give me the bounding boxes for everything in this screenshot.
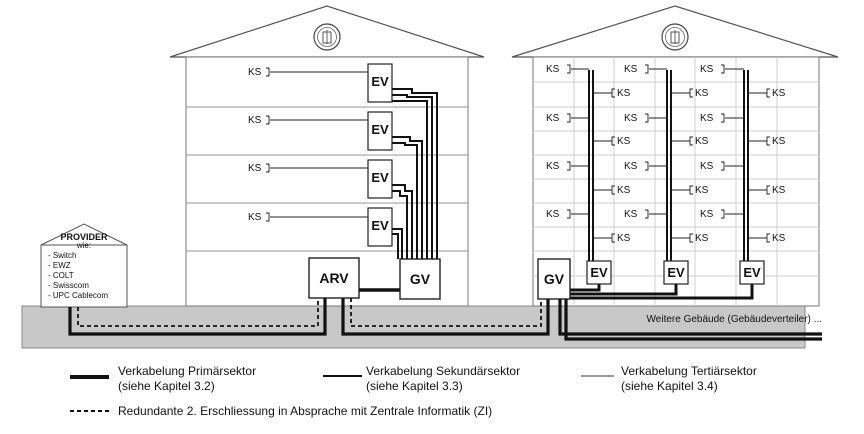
b2-primary-cables xyxy=(570,284,754,300)
ks-label: KS xyxy=(772,233,786,244)
gv-box-building-2 xyxy=(537,258,571,300)
ev-label: EV xyxy=(667,265,685,280)
ks-label: KS xyxy=(695,136,709,147)
legend-tertiary-ref: (siehe Kapitel 3.4) xyxy=(621,379,718,393)
ks-label: KS xyxy=(617,88,631,99)
ev-label: EV xyxy=(590,265,608,280)
legend-primary-ref: (siehe Kapitel 3.2) xyxy=(118,379,215,393)
ks-label: KS xyxy=(624,161,638,172)
legend-tertiary-label: Verkabelung Tertiärsektor xyxy=(621,364,757,378)
underground-redundant-cables xyxy=(77,298,542,327)
gv-label: GV xyxy=(544,271,565,287)
ks-label: KS xyxy=(695,233,709,244)
b1-ev-boxes: EV EV EV EV xyxy=(367,63,393,247)
ev-label: EV xyxy=(743,265,761,280)
arv-label: ARV xyxy=(319,270,349,286)
b2-tertiary-right xyxy=(593,88,770,243)
legend: Verkabelung Primärsektor (siehe Kapitel … xyxy=(70,364,757,418)
legend-secondary-label: Verkabelung Sekundärsektor xyxy=(366,364,520,378)
ks-label: KS xyxy=(624,64,638,75)
ev-box xyxy=(367,63,393,103)
ev-label: EV xyxy=(371,74,389,89)
ev-box xyxy=(367,159,393,199)
b1-secondary-cables xyxy=(392,88,438,259)
ks-label: KS xyxy=(624,209,638,220)
b2-ks-left-labels: KS KS KS KS KS KS KS KS KS KS KS KS xyxy=(546,64,714,220)
legend-secondary-ref: (siehe Kapitel 3.3) xyxy=(366,379,463,393)
ev-label: EV xyxy=(371,122,389,137)
legend-redundant-label: Redundante 2. Erschliessung in Absprache… xyxy=(118,404,492,418)
b2-ks-right-labels: KS KS KS KS KS KS KS KS KS KS KS KS xyxy=(617,88,786,244)
ev-box xyxy=(367,111,393,151)
provider-item: - COLT xyxy=(48,271,74,280)
b1-ks-labels: KS KS KS KS xyxy=(248,67,270,223)
ev-label: EV xyxy=(371,218,389,233)
ev-box xyxy=(663,260,689,285)
provider-item: - Swisscom xyxy=(48,281,89,290)
ks-label: KS xyxy=(546,64,560,75)
ks-label: KS xyxy=(248,67,262,78)
ks-label: KS xyxy=(695,185,709,196)
gv-label: GV xyxy=(410,271,431,287)
b2-tertiary-left xyxy=(567,64,744,219)
ks-label: KS xyxy=(248,115,262,126)
ks-label: KS xyxy=(617,233,631,244)
ks-label: KS xyxy=(700,161,714,172)
university-seal-icon xyxy=(313,23,341,51)
university-seal-icon xyxy=(661,23,689,51)
ks-label: KS xyxy=(546,209,560,220)
ks-label: KS xyxy=(617,136,631,147)
b1-tertiary-cables xyxy=(270,71,368,218)
ks-label: KS xyxy=(700,64,714,75)
ks-label: KS xyxy=(248,163,262,174)
ks-label: KS xyxy=(772,88,786,99)
provider-item: - EWZ xyxy=(48,261,71,270)
provider-title: PROVIDER xyxy=(60,232,108,242)
ks-label: KS xyxy=(700,209,714,220)
ks-label: KS xyxy=(772,185,786,196)
ev-box xyxy=(367,207,393,247)
gv-box xyxy=(399,258,441,300)
arv-box xyxy=(308,257,360,299)
ks-label: KS xyxy=(700,113,714,124)
ks-label: KS xyxy=(546,113,560,124)
ks-label: KS xyxy=(617,185,631,196)
provider-item: - Switch xyxy=(48,251,76,260)
underground-primary-cables xyxy=(68,298,822,341)
ks-label: KS xyxy=(695,88,709,99)
ground-trench xyxy=(21,305,806,349)
ev-box xyxy=(739,260,765,285)
weitere-gebaeude-label: Weitere Gebäude (Gebäudeverteiler) ... xyxy=(647,314,822,325)
b2-ev-boxes: EV EV EV xyxy=(586,260,765,285)
ks-label: KS xyxy=(546,161,560,172)
provider-house: PROVIDER wie: - Switch - EWZ - COLT - Sw… xyxy=(40,223,128,308)
ev-box xyxy=(586,260,612,285)
b2-secondary-risers xyxy=(588,70,749,261)
ev-label: EV xyxy=(371,170,389,185)
ks-label: KS xyxy=(772,136,786,147)
provider-item: - UPC Cablecom xyxy=(48,291,108,300)
provider-subtitle: wie: xyxy=(76,241,91,250)
ks-label: KS xyxy=(624,113,638,124)
legend-primary-label: Verkabelung Primärsektor xyxy=(118,364,256,378)
ks-label: KS xyxy=(248,212,262,223)
